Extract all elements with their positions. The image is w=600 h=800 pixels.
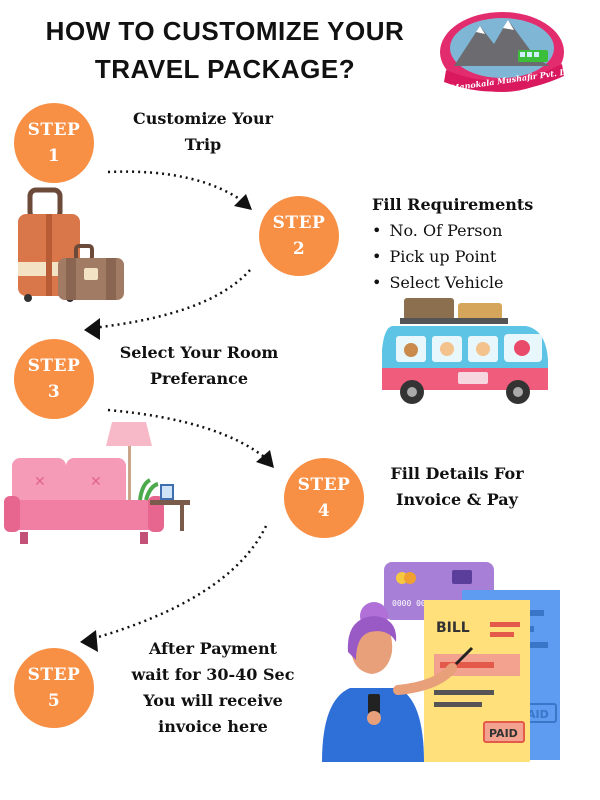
- step-2-heading: Fill Requirements: [372, 195, 534, 214]
- requirement-item: Select Vehicle: [372, 270, 533, 296]
- step-5-number: 5: [47, 691, 61, 711]
- bill-paid-label: PAID: [489, 727, 518, 740]
- step-2-requirements: Fill Requirements No. Of Person Pick up …: [372, 192, 533, 296]
- step-5-line-2: wait for 30-40 Sec: [131, 665, 295, 684]
- arrow-head-4: [256, 450, 274, 468]
- arrow-head-2: [234, 194, 252, 210]
- receipt-paid-label: AID: [527, 708, 549, 721]
- step-5-label: After Payment wait for 30-40 Sec You wil…: [108, 636, 318, 740]
- step-1-number: 1: [47, 146, 61, 166]
- step-4-word: STEP: [297, 475, 351, 495]
- step-3-line-1: Select Your Room: [119, 343, 279, 362]
- step-1-line-1: Customize Your: [132, 109, 274, 128]
- arrow-head-3: [84, 318, 100, 340]
- step-3-number: 3: [47, 382, 61, 402]
- step-4-circle: STEP 4: [284, 458, 364, 538]
- requirements-list: No. Of Person Pick up Point Select Vehic…: [372, 218, 533, 296]
- step-3-label: Select Your Room Preferance: [104, 340, 294, 392]
- step-2-word: STEP: [272, 213, 326, 233]
- svg-text:0000 0000: 0000 0000: [392, 599, 436, 608]
- step-3-line-2: Preferance: [149, 369, 249, 388]
- title-line-2: TRAVEL PACKAGE?: [94, 54, 356, 84]
- svg-text:✕: ✕: [90, 474, 102, 490]
- step-1-label: Customize Your Trip: [118, 106, 288, 158]
- step-3-word: STEP: [27, 356, 81, 376]
- step-2-number: 2: [292, 239, 306, 259]
- step-3-circle: STEP 3: [14, 339, 94, 419]
- bill-label: BILL: [436, 620, 470, 636]
- arrow-step4-to-step5: [87, 525, 268, 642]
- step-5-line-1: After Payment: [149, 639, 277, 658]
- step-4-line-2: Invoice & Pay: [396, 490, 518, 509]
- arrow-step2-to-step3: [91, 269, 251, 330]
- arrow-head-5: [80, 630, 98, 652]
- step-4-number: 4: [317, 501, 331, 521]
- step-5-line-4: invoice here: [158, 717, 268, 736]
- company-logo: [440, 12, 564, 92]
- svg-text:✕: ✕: [34, 474, 46, 490]
- step-5-circle: STEP 5: [14, 648, 94, 728]
- arrow-step1-to-step2: [107, 170, 249, 206]
- step-1-circle: STEP 1: [14, 103, 94, 183]
- step-5-line-3: You will receive: [143, 691, 283, 710]
- requirement-item: Pick up Point: [372, 244, 533, 270]
- title-line-1: HOW TO CUSTOMIZE YOUR: [45, 16, 405, 46]
- step-1-word: STEP: [27, 120, 81, 140]
- page-title: HOW TO CUSTOMIZE YOUR TRAVEL PACKAGE?: [10, 12, 440, 88]
- step-4-line-1: Fill Details For: [390, 464, 524, 483]
- arrow-step3-to-step4: [107, 408, 269, 461]
- step-5-word: STEP: [27, 665, 81, 685]
- step-2-circle: STEP 2: [259, 196, 339, 276]
- step-4-label: Fill Details For Invoice & Pay: [372, 461, 542, 513]
- step-1-line-2: Trip: [184, 135, 222, 154]
- requirement-item: No. Of Person: [372, 218, 533, 244]
